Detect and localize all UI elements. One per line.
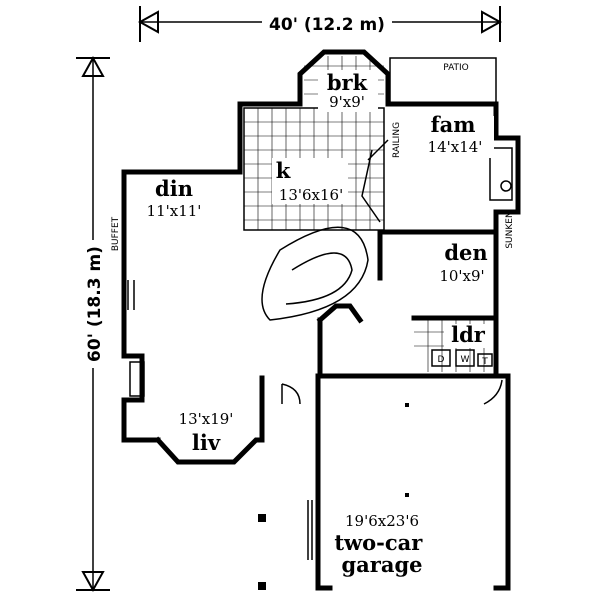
dryer-note: D [438,355,445,365]
family-room-size: 14'x14' [428,138,483,156]
washer-note: W [461,355,470,365]
label-backgrounds [146,70,494,578]
depth-dimension-line [76,55,110,593]
patio-note: PATIO [443,63,469,73]
family-room-label: fam [431,112,476,137]
kitchen-size: 13'6x16' [279,186,343,204]
living-room-size: 13'x19' [179,410,234,428]
garage-label-line2: garage [341,552,422,577]
railing-note: RAILING [392,122,402,158]
tub-note: T [481,357,488,367]
kitchen-label: k [276,158,291,183]
width-dimension-label: 40' (12.2 m) [269,15,385,35]
garage-label-line1: two-car [334,530,423,555]
laundry-label: ldr [451,322,486,347]
posts [258,403,409,590]
breakfast-room-label: brk [327,70,368,95]
dining-room-label: din [155,176,193,201]
den-size: 10'x9' [439,267,484,285]
width-dimension-line [137,6,503,42]
depth-dimension-label: 60' (18.3 m) [85,246,105,362]
living-room-label: liv [192,430,221,455]
sunken-note: SUNKEN [505,211,515,248]
buffet-note: BUFFET [111,216,121,251]
garage-label: two-car garage [334,530,429,577]
dining-room-size: 11'x11' [147,202,202,220]
den-label: den [444,240,487,265]
breakfast-room-size: 9'x9' [329,93,365,111]
garage-size: 19'6x23'6 [345,512,419,530]
walls [121,49,521,591]
